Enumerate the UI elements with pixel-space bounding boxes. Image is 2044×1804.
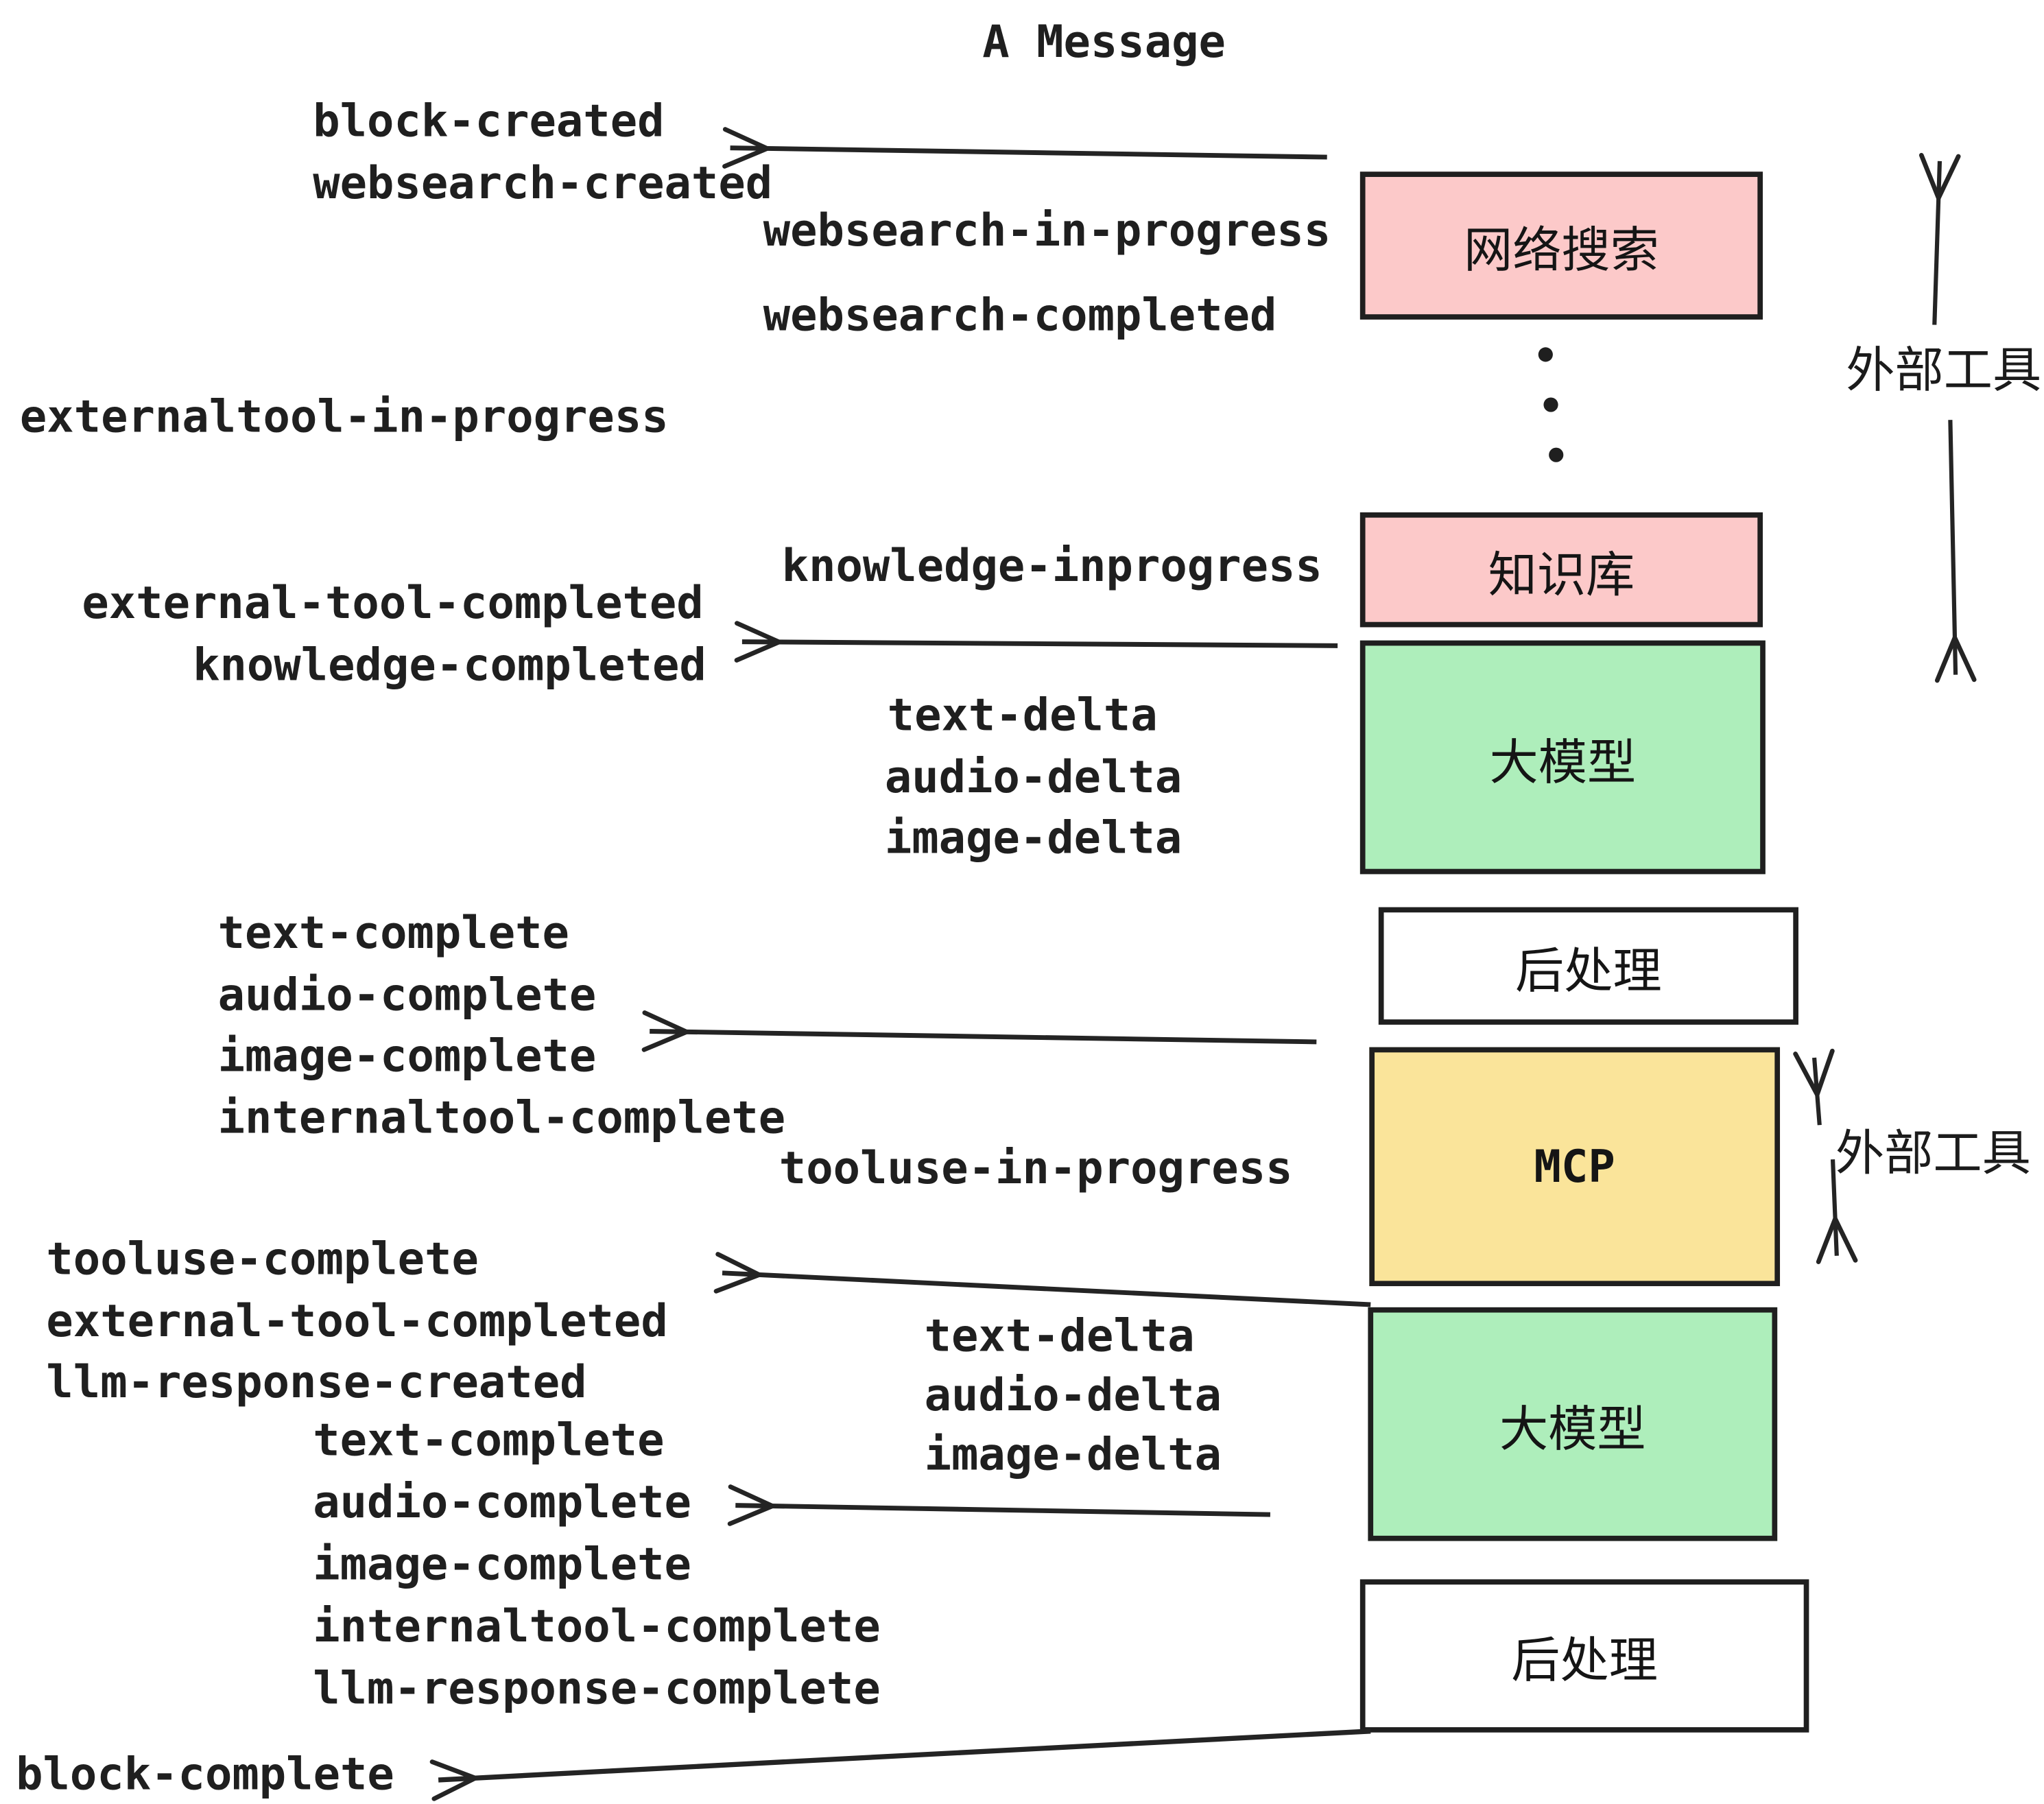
box-knowledge-label: 知识库 — [1488, 547, 1635, 602]
event-label-image-delta-2: image-delta — [924, 1428, 1222, 1482]
arrow-websearch-to-block-created — [722, 127, 1327, 169]
external-tools-label-2: 外部工具 — [1835, 1126, 2031, 1181]
event-label-internaltool-complete: internaltool-complete — [217, 1092, 786, 1146]
event-label-externaltool-in-progress: externaltool-in-progress — [19, 390, 669, 444]
box-postprocess-2: 后处理 — [1359, 1579, 1809, 1733]
external-tools-up-arrow-1 — [1918, 152, 1961, 325]
diagram-title: A Message — [982, 16, 1226, 69]
event-label-audio-delta: audio-delta — [884, 751, 1183, 805]
event-label-websearch-created: websearch-created — [313, 157, 773, 211]
event-label-llm-response-complete: llm-response-complete — [313, 1662, 881, 1716]
box-postprocess-1: 后处理 — [1378, 907, 1798, 1025]
event-label-knowledge-inprogress: knowledge-inprogress — [781, 540, 1322, 593]
event-label-image-complete-2: image-complete — [313, 1538, 691, 1591]
event-label-external-tool-completed-2: external-tool-completed — [46, 1295, 668, 1349]
external-tools-down-arrow-1 — [1934, 420, 1977, 683]
box-postprocess-2-label: 后处理 — [1511, 1633, 1658, 1688]
event-label-tooluse-in-progress: tooluse-in-progress — [779, 1142, 1293, 1196]
ellipsis-dot — [1543, 397, 1558, 412]
event-label-block-complete: block-complete — [16, 1748, 394, 1801]
event-label-audio-delta-2: audio-delta — [924, 1369, 1222, 1423]
event-label-image-complete: image-complete — [217, 1030, 597, 1083]
event-label-llm-response-created: llm-response-created — [46, 1356, 587, 1410]
event-label-audio-complete: audio-complete — [217, 969, 597, 1023]
arrow-llm2-to-audio-complete — [727, 1484, 1271, 1526]
box-mcp-label: MCP — [1534, 1140, 1615, 1194]
event-label-websearch-completed: websearch-completed — [763, 289, 1277, 342]
box-llm-2-label: 大模型 — [1499, 1401, 1646, 1456]
arrow-llm-to-knowledge-completed — [734, 621, 1338, 663]
box-mcp: MCP — [1369, 1047, 1781, 1287]
event-label-external-tool-completed: external-tool-completed — [82, 577, 704, 630]
box-llm-1: 大模型 — [1359, 640, 1766, 875]
box-llm-1-label: 大模型 — [1489, 735, 1637, 790]
arrow-postprocess2-to-block-complete — [429, 1729, 1371, 1801]
arrow-mcp-to-tooluse-complete — [713, 1252, 1371, 1307]
event-label-audio-complete-2: audio-complete — [313, 1476, 691, 1530]
external-tools-up-arrow-2 — [1793, 1048, 1835, 1126]
event-label-text-delta-2: text-delta — [924, 1309, 1195, 1363]
box-llm-2: 大模型 — [1368, 1307, 1778, 1541]
box-websearch-label: 网络搜索 — [1463, 223, 1659, 278]
event-label-internaltool-complete-2: internaltool-complete — [313, 1600, 881, 1654]
event-label-tooluse-complete: tooluse-complete — [46, 1233, 479, 1287]
box-postprocess-1-label: 后处理 — [1515, 943, 1662, 998]
event-label-text-delta: text-delta — [887, 689, 1158, 742]
box-knowledge: 知识库 — [1359, 512, 1763, 628]
arrow-postprocess-to-image-complete — [641, 1010, 1317, 1052]
event-label-text-complete: text-complete — [217, 907, 569, 960]
event-label-image-delta: image-delta — [884, 811, 1183, 865]
event-label-websearch-in-progress: websearch-in-progress — [763, 204, 1331, 258]
event-label-block-created: block-created — [313, 95, 665, 148]
event-label-text-complete-2: text-complete — [313, 1414, 665, 1467]
ellipsis-dot — [1549, 447, 1564, 462]
box-websearch: 网络搜索 — [1359, 171, 1763, 320]
event-label-knowledge-completed: knowledge-completed — [193, 639, 706, 692]
ellipsis-dot — [1538, 347, 1553, 362]
external-tools-label-1: 外部工具 — [1846, 343, 2042, 398]
